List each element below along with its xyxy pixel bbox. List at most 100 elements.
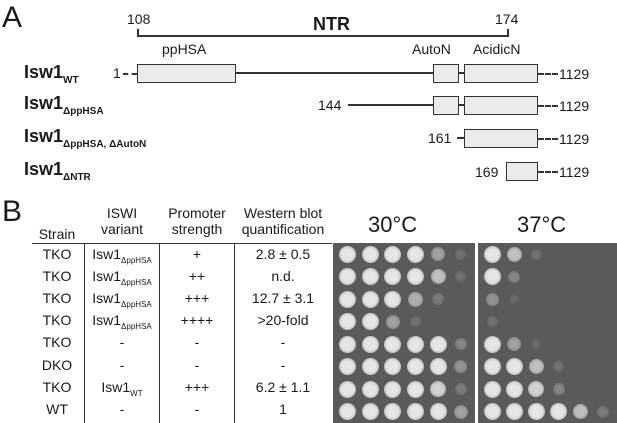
row-promoter: ++++ (180, 312, 214, 329)
growth-spot (429, 403, 447, 421)
ntr-label: NTR (313, 14, 350, 34)
table-col-rule-3 (234, 243, 235, 423)
growth-spot (483, 358, 501, 376)
construct-dntr-start: 169 (475, 164, 499, 180)
growth-spot (483, 245, 501, 263)
row-variant: Isw1ΔppHSA (86, 246, 158, 269)
row-variant: Isw1ΔppHSA (86, 268, 158, 291)
construct-dpphsa-dauton-end: 1129 (559, 131, 590, 147)
pphsa-label: ppHSA (162, 41, 207, 57)
row-variant-name: Isw1 (92, 268, 122, 285)
header-strain: Strain (38, 226, 76, 242)
row-variant: Isw1ΔppHSA (86, 290, 158, 313)
row-promoter: + (192, 246, 202, 262)
row-western: 12.7 ± 3.1 (251, 290, 315, 307)
plate-37c (478, 243, 617, 423)
growth-spot (406, 245, 424, 263)
growth-spot (573, 404, 589, 420)
row-promoter: - (194, 334, 200, 351)
table-header-rule (32, 243, 332, 244)
construct-dpphsa-dauton-name: Isw1ΔppHSA, ΔAutoN (24, 126, 147, 150)
growth-spot (384, 290, 402, 308)
growth-spot (432, 293, 444, 306)
construct-dntr-end: 1129 (559, 164, 590, 180)
growth-spot (483, 380, 501, 398)
row-variant-name: - (119, 400, 125, 417)
construct-wt-name: Isw1WT (24, 62, 79, 86)
row-western: - (280, 356, 286, 373)
construct-wt-linker-2 (459, 72, 464, 74)
growth-spot (384, 403, 402, 421)
row-variant: - (86, 357, 158, 373)
growth-spot (527, 403, 545, 421)
table-col-rule-1 (84, 243, 85, 423)
row-variant: Isw1ΔppHSA (86, 312, 158, 335)
growth-spot (429, 335, 447, 353)
growth-spot (361, 403, 379, 421)
growth-spot (430, 381, 446, 398)
construct-wt-acidicn-domain (464, 64, 538, 83)
row-variant-sub: ΔppHSA (121, 300, 152, 310)
growth-spot (338, 358, 356, 376)
row-promoter: +++ (184, 378, 210, 395)
temp-30-label: 30°C (368, 212, 418, 237)
row-promoter: - (194, 400, 200, 417)
row-strain: TKO (42, 268, 72, 285)
growth-spot (454, 338, 467, 351)
construct-wt-dash-left (123, 73, 137, 75)
growth-spot (338, 290, 356, 308)
growth-spot (384, 380, 402, 398)
construct-dpphsa-dauton-acidicn-domain (464, 129, 538, 148)
construct-dpphsa-name: Isw1ΔppHSA (24, 93, 104, 117)
construct-dpphsa-linker (348, 104, 433, 106)
ntr-start-label: 108 (127, 11, 151, 27)
row-variant-name: Isw1 (92, 246, 122, 262)
growth-spot (338, 380, 356, 398)
growth-spot (385, 314, 400, 329)
growth-spot (338, 313, 356, 331)
row-variant-sub: WT (130, 388, 143, 398)
row-variant: - (86, 401, 158, 417)
growth-spot (361, 245, 379, 263)
construct-dntr-name: Isw1ΔNTR (24, 159, 91, 183)
growth-spot (361, 335, 379, 353)
construct-dntr-dash-right (538, 171, 558, 173)
growth-spot (338, 403, 356, 421)
growth-spot (486, 316, 498, 328)
growth-spot (361, 358, 379, 376)
growth-spot (384, 245, 402, 263)
ntr-bracket-right (507, 29, 509, 37)
row-western: 2.8 ± 0.5 (255, 246, 311, 262)
growth-spot (508, 270, 521, 283)
row-variant-name: Isw1 (101, 378, 131, 395)
row-strain: TKO (42, 334, 72, 351)
growth-spot (596, 405, 609, 418)
row-strain: DKO (41, 356, 73, 373)
growth-spot (407, 291, 423, 307)
construct-dpphsa-dauton-dash-right (538, 138, 558, 140)
growth-spot (509, 294, 520, 305)
row-strain: TKO (42, 290, 72, 307)
construct-dpphsa-auton-domain (433, 96, 459, 115)
row-strain: TKO (42, 312, 72, 329)
auton-label: AutoN (412, 41, 451, 57)
growth-spot (530, 248, 542, 260)
growth-spot (505, 380, 523, 398)
growth-spot (506, 246, 522, 262)
construct-wt-end: 1129 (559, 66, 590, 82)
growth-spot (361, 290, 379, 308)
row-western: n.d. (271, 268, 295, 285)
growth-spot (553, 361, 565, 373)
row-strain: WT (46, 400, 68, 417)
growth-spot (454, 360, 468, 374)
acidicn-label: AcidicN (473, 41, 521, 57)
growth-spot (453, 404, 468, 419)
row-western: >20-fold (257, 312, 309, 329)
growth-spot (406, 380, 424, 398)
growth-spot (485, 292, 499, 306)
row-promoter: +++ (184, 290, 210, 307)
growth-spot (406, 403, 424, 421)
construct-dpphsa-linker-2 (459, 104, 464, 106)
